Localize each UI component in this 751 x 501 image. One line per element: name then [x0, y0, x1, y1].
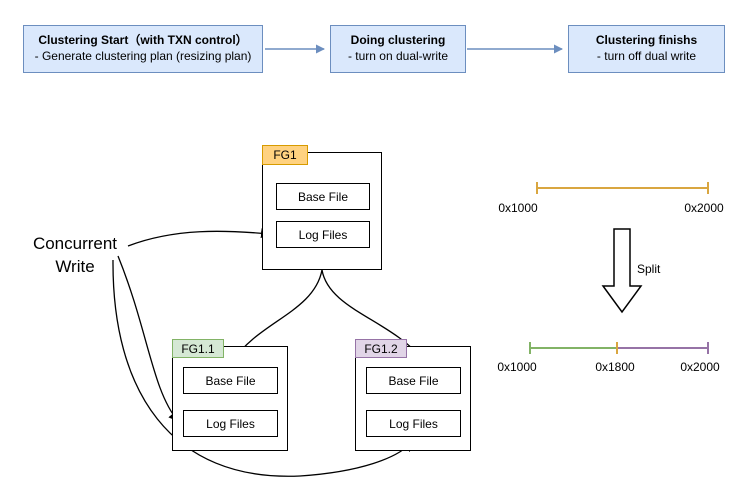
fg12-base-file-box: Base File — [366, 367, 461, 394]
split-label: Split — [637, 262, 661, 276]
arrow-concurrent-to-fg11-logs — [117, 255, 179, 422]
log-files-label: Log Files — [298, 227, 348, 242]
flow-step-title: Clustering finishs — [595, 33, 698, 48]
base-file-label: Base File — [297, 189, 349, 204]
flow-step-subtitle: - turn off dual write — [596, 49, 697, 63]
flow-step-title: Clustering Start（with TXN control） — [38, 33, 248, 48]
flow-step-clustering-finishes: Clustering finishs - turn off dual write — [568, 25, 725, 73]
flow-step-subtitle: - turn on dual-write — [347, 49, 449, 63]
base-file-label: Base File — [388, 373, 439, 388]
base-file-label: Base File — [205, 373, 256, 388]
log-files-label: Log Files — [389, 416, 438, 431]
timeline-bottom-mid-label: 0x1800 — [595, 360, 635, 374]
timeline-bottom-end-label: 0x2000 — [680, 360, 720, 374]
log-files-label: Log Files — [206, 416, 255, 431]
fg1-label: FG1 — [273, 148, 297, 162]
fg12-label: FG1.2 — [364, 341, 398, 356]
fg11-log-files-box: Log Files — [183, 410, 278, 437]
timeline-top-start-label: 0x1000 — [498, 201, 538, 215]
split-down-arrow-icon — [601, 228, 643, 314]
fg12-label-tab: FG1.2 — [355, 339, 407, 358]
fg1-group-box — [262, 152, 382, 270]
timeline-bottom-start-label: 0x1000 — [497, 360, 537, 374]
fg11-base-file-box: Base File — [183, 367, 278, 394]
fg12-log-files-box: Log Files — [366, 410, 461, 437]
fg11-label: FG1.1 — [181, 341, 215, 356]
fg1-base-file-box: Base File — [276, 183, 370, 210]
fg11-label-tab: FG1.1 — [172, 339, 224, 358]
flow-step-doing-clustering: Doing clustering - turn on dual-write — [330, 25, 466, 73]
flow-step-title: Doing clustering — [350, 33, 446, 48]
fg1-label-tab: FG1 — [262, 145, 308, 165]
arrow-concurrent-to-fg1-logs — [127, 228, 271, 247]
flow-step-subtitle: - Generate clustering plan (resizing pla… — [34, 49, 252, 63]
timeline-top-end-label: 0x2000 — [684, 201, 724, 215]
concurrent-write-label: Concurrent Write — [32, 234, 118, 276]
fg1-log-files-box: Log Files — [276, 221, 370, 248]
flow-step-clustering-start: Clustering Start（with TXN control） - Gen… — [23, 25, 263, 73]
